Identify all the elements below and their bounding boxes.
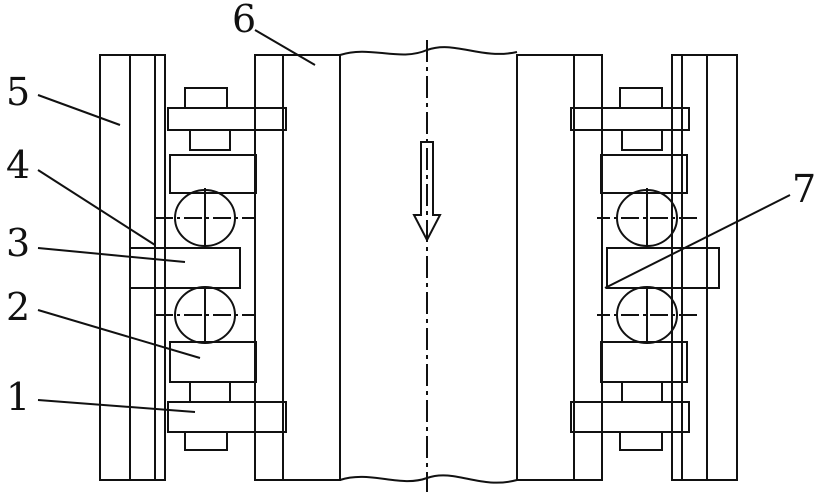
left-assembly <box>99 54 341 481</box>
callout-label-1: 1 <box>6 375 30 419</box>
callout-label-7: 7 <box>792 167 816 211</box>
shaft-wall-left <box>282 54 341 481</box>
seal-bottom-right-b <box>619 431 663 451</box>
callout-label-5: 5 <box>6 70 30 114</box>
seal-top-left-b <box>189 129 231 151</box>
seal-top-left-a <box>184 87 228 109</box>
seal-bottom-left-b <box>184 431 228 451</box>
shaft-wall-right <box>516 54 575 481</box>
break-line-bottom <box>339 474 518 484</box>
shaft-sleeve-right <box>573 54 603 481</box>
callout-label-6: 6 <box>232 0 256 41</box>
callout-label-3: 3 <box>6 221 30 265</box>
outer-race-lower-right <box>600 341 688 383</box>
outer-race-upper-left <box>169 154 257 194</box>
housing-inner-wall-right <box>681 54 708 481</box>
outer-race-lower-left <box>169 341 257 383</box>
seal-top-right-a <box>619 87 663 109</box>
retaining-ring-top-left <box>167 107 287 131</box>
outer-race-upper-right <box>600 154 688 194</box>
spacer-ring-right <box>606 247 720 289</box>
seal-top-right-b <box>621 129 663 151</box>
break-line-top <box>339 46 518 56</box>
right-assembly <box>516 54 738 481</box>
housing-outer-wall-right <box>706 54 738 481</box>
shaft-sleeve-left <box>254 54 284 481</box>
callout-label-4: 4 <box>6 143 30 187</box>
seal-bottom-left-a <box>189 381 231 403</box>
callout-label-2: 2 <box>6 285 30 329</box>
inner-sleeve-right <box>671 54 683 481</box>
leader-lines <box>37 29 791 413</box>
retaining-ring-bottom-left <box>167 401 287 433</box>
housing-inner-wall-left <box>129 54 156 481</box>
spacer-ring-left <box>129 247 241 289</box>
seal-bottom-right-a <box>621 381 663 403</box>
down-arrow-icon <box>412 141 442 243</box>
inner-sleeve-left <box>154 54 166 481</box>
